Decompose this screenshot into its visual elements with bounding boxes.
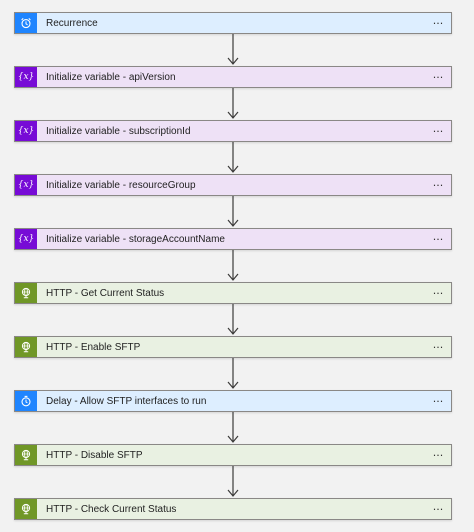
step-delay-allow-sftp[interactable]: Delay - Allow SFTP interfaces to run ··· [14, 390, 452, 412]
step-initialize-variable-apiversion[interactable]: {x} Initialize variable - apiVersion ··· [14, 66, 452, 88]
more-options-icon[interactable]: ··· [432, 448, 444, 462]
timer-icon [15, 391, 37, 411]
step-http-get-current-status[interactable]: HTTP - Get Current Status ··· [14, 282, 452, 304]
step-label: HTTP - Enable SFTP [46, 341, 141, 353]
step-label: Delay - Allow SFTP interfaces to run [46, 395, 207, 407]
variable-icon: {x} [15, 67, 37, 87]
connector-arrow-icon [227, 142, 239, 173]
more-options-icon[interactable]: ··· [432, 70, 444, 84]
more-options-icon[interactable]: ··· [432, 286, 444, 300]
http-globe-icon [15, 445, 37, 465]
step-label: Initialize variable - subscriptionId [46, 125, 191, 137]
step-label: Initialize variable - apiVersion [46, 71, 176, 83]
step-label: HTTP - Get Current Status [46, 287, 165, 299]
step-initialize-variable-storageaccountname[interactable]: {x} Initialize variable - storageAccount… [14, 228, 452, 250]
step-label: HTTP - Check Current Status [46, 503, 177, 515]
connector-arrow-icon [227, 196, 239, 227]
more-options-icon[interactable]: ··· [432, 502, 444, 516]
http-globe-icon [15, 499, 37, 519]
step-initialize-variable-subscriptionid[interactable]: {x} Initialize variable - subscriptionId… [14, 120, 452, 142]
alarm-clock-icon [15, 13, 37, 33]
step-label: Initialize variable - resourceGroup [46, 179, 196, 191]
step-http-check-current-status[interactable]: HTTP - Check Current Status ··· [14, 498, 452, 520]
more-options-icon[interactable]: ··· [432, 124, 444, 138]
http-globe-icon [15, 283, 37, 303]
variable-icon: {x} [15, 175, 37, 195]
more-options-icon[interactable]: ··· [432, 16, 444, 30]
connector-arrow-icon [227, 466, 239, 497]
step-label: Recurrence [46, 17, 98, 29]
connector-arrow-icon [227, 88, 239, 119]
step-label: Initialize variable - storageAccountName [46, 233, 225, 245]
more-options-icon[interactable]: ··· [432, 394, 444, 408]
http-globe-icon [15, 337, 37, 357]
step-label: HTTP - Disable SFTP [46, 449, 143, 461]
connector-arrow-icon [227, 358, 239, 389]
variable-icon: {x} [15, 121, 37, 141]
connector-arrow-icon [227, 250, 239, 281]
connector-arrow-icon [227, 304, 239, 335]
connector-arrow-icon [227, 34, 239, 65]
more-options-icon[interactable]: ··· [432, 340, 444, 354]
more-options-icon[interactable]: ··· [432, 232, 444, 246]
step-initialize-variable-resourcegroup[interactable]: {x} Initialize variable - resourceGroup … [14, 174, 452, 196]
more-options-icon[interactable]: ··· [432, 178, 444, 192]
connector-arrow-icon [227, 412, 239, 443]
step-recurrence[interactable]: Recurrence ··· [14, 12, 452, 34]
step-http-enable-sftp[interactable]: HTTP - Enable SFTP ··· [14, 336, 452, 358]
step-http-disable-sftp[interactable]: HTTP - Disable SFTP ··· [14, 444, 452, 466]
variable-icon: {x} [15, 229, 37, 249]
